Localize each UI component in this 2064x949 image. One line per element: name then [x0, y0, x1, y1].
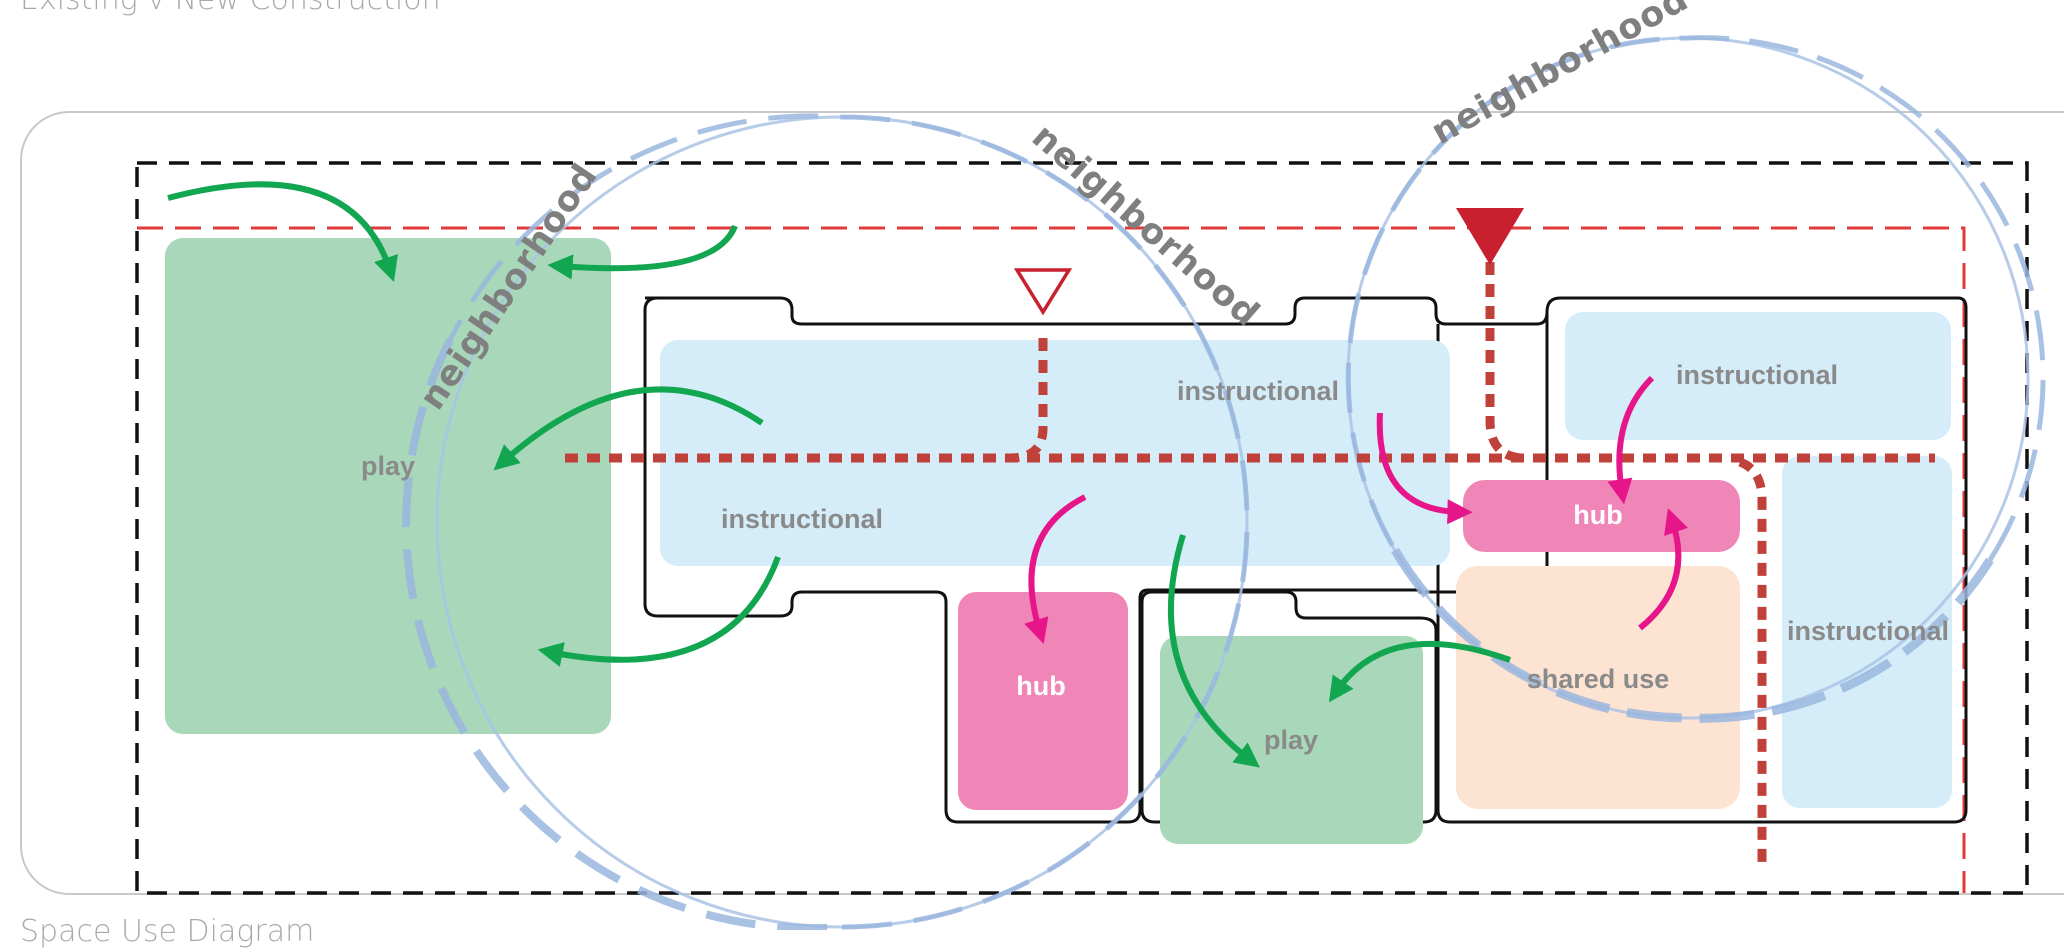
neighborhood-circle-right-thick	[1391, 547, 1994, 723]
instructional-zone-right-top	[1565, 312, 1951, 440]
flow-arrow-green	[1328, 641, 1512, 703]
neighborhood-circle-left-thick	[402, 338, 843, 930]
play-label-small: play	[1264, 725, 1318, 755]
building-outline-play-wing	[1140, 590, 1438, 824]
hub-label-right: hub	[1573, 500, 1622, 530]
instructional-label-main-lower: instructional	[721, 504, 883, 534]
pink-flow-arrows	[1024, 375, 1688, 645]
site-boundary	[135, 161, 2029, 895]
building-outline-main	[643, 296, 1549, 824]
hub-zone-center	[958, 592, 1128, 810]
instructional-label-main-upper: instructional	[1177, 376, 1339, 406]
neighborhood-circle-left-dash	[447, 113, 1250, 930]
neighborhood-label-center: neighborhood	[1024, 117, 1267, 336]
flow-arrow-pink	[1376, 412, 1473, 525]
top-caption: Existing v New Construction	[20, 0, 441, 17]
circulation-path	[565, 262, 1935, 866]
flow-arrow-green	[167, 181, 398, 282]
instructional-label-right-top: instructional	[1676, 360, 1838, 390]
entry-marker-main	[1456, 208, 1524, 265]
play-label-large: play	[361, 451, 415, 481]
instructional-zone-right-side	[1782, 456, 1952, 808]
flow-arrow-green	[537, 555, 781, 667]
flow-arrow-pink	[1638, 508, 1688, 631]
flow-arrow-green	[493, 386, 764, 471]
neighborhood-circle-right-dash	[1345, 35, 2046, 562]
instructional-label-right-side: instructional	[1787, 616, 1949, 646]
green-flow-arrows	[167, 181, 1512, 768]
outer-frame	[20, 111, 2064, 895]
play-zone-small	[1160, 636, 1423, 844]
hub-label-center: hub	[1016, 671, 1065, 701]
building-outline-right-wing	[1436, 296, 1968, 824]
space-use-diagram: play instructional instructional instruc…	[20, 0, 2064, 930]
flow-arrow-pink	[1607, 375, 1655, 505]
instructional-zone-main	[660, 340, 1450, 566]
entry-marker-secondary	[1013, 268, 1073, 316]
flow-arrow-green	[547, 224, 738, 280]
shared-use-zone	[1456, 566, 1740, 809]
shared-use-label: shared use	[1527, 664, 1670, 694]
neighborhood-label-right: neighborhood	[1425, 0, 1695, 153]
flow-arrow-green	[1167, 534, 1261, 768]
play-zone-large	[165, 238, 611, 734]
red-boundary-line	[137, 226, 1966, 893]
flow-arrow-pink	[1024, 494, 1087, 645]
